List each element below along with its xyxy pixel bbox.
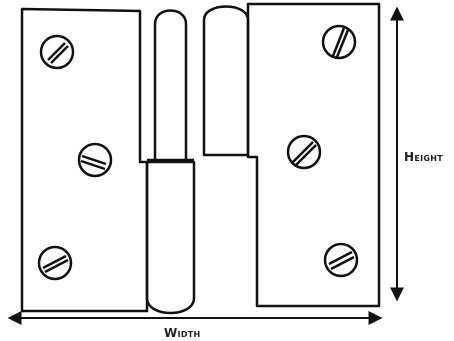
screw-left-bottom [37, 245, 73, 281]
screw-right-top [321, 24, 357, 60]
width-label: Width [164, 326, 201, 340]
screw-right-bottom [323, 242, 359, 278]
screw-left-middle [77, 142, 113, 178]
height-label: Height [404, 150, 443, 164]
hinge-lower-knuckle [145, 160, 196, 315]
screw-right-middle [286, 134, 322, 170]
hinge-upper-pin [153, 9, 188, 160]
hinge-right-knuckle [202, 5, 250, 157]
screw-left-top [39, 34, 75, 70]
hinge-right-leaf [246, 2, 381, 308]
